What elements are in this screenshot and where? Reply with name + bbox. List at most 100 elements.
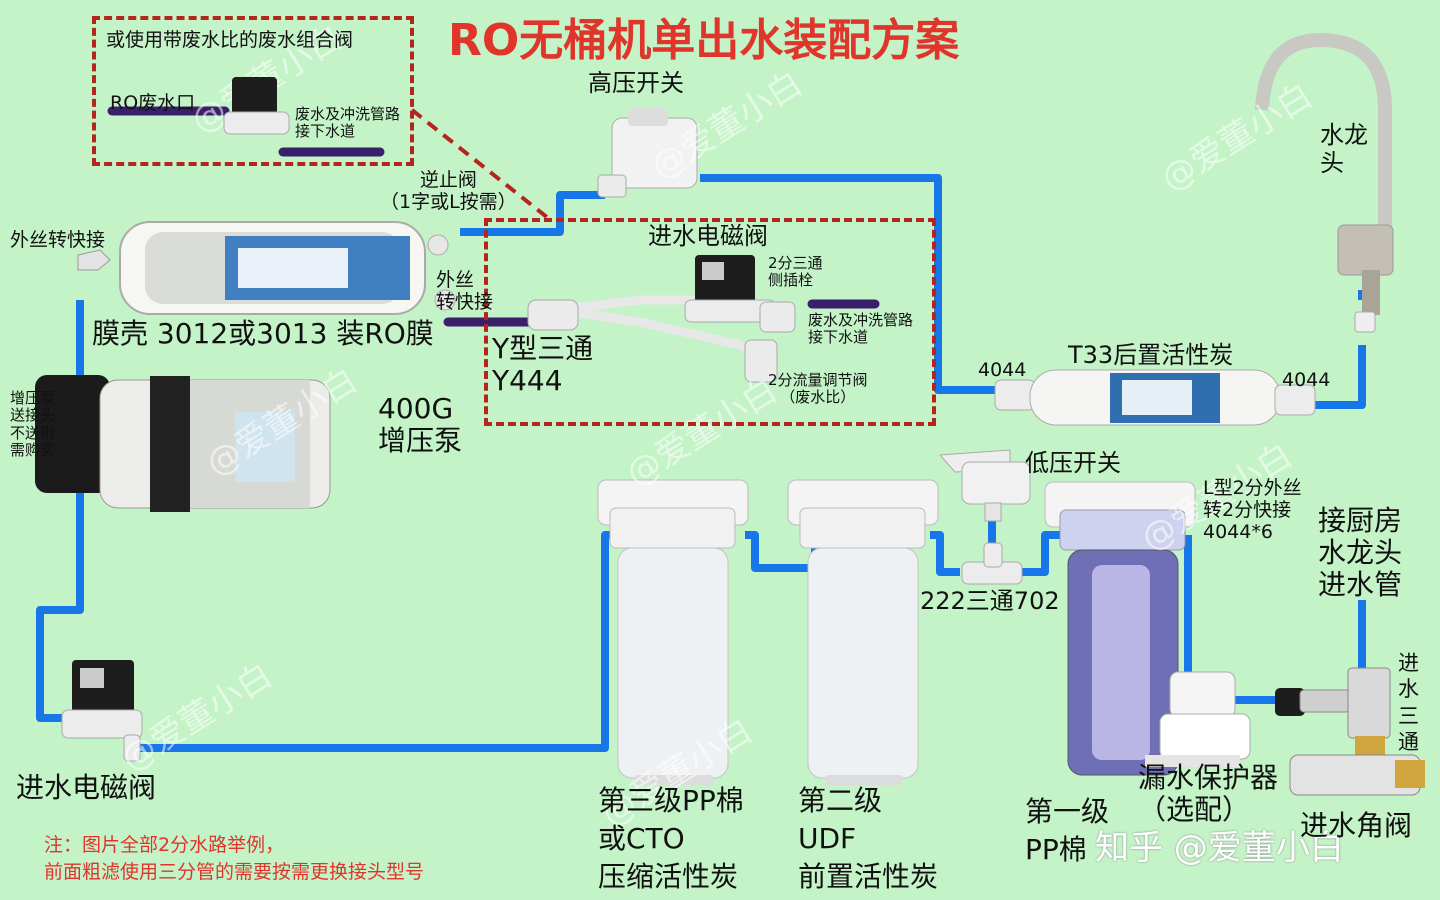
- pipe-pump-to-bottom: [36, 490, 84, 722]
- label-stage2-line2: UDF: [798, 821, 857, 855]
- label-faucet-line1: 水龙: [1320, 121, 1368, 149]
- label-tee-222: 222三通702: [920, 587, 1060, 615]
- label-4044-right: 4044: [1282, 369, 1331, 391]
- label-check-valve-line1: 逆止阀: [419, 169, 477, 191]
- y-tee: [527, 299, 796, 383]
- solenoid-top: [684, 255, 776, 323]
- membrane-housing: [77, 221, 456, 315]
- label-stage1: 第一级 PP棉: [1025, 793, 1109, 869]
- label-pump-line2: 增压泵: [378, 424, 463, 458]
- label-flow-valve-line2: （废水比）: [780, 388, 856, 407]
- label-stage1-line2: PP棉: [1025, 832, 1087, 866]
- label-faucet: 水龙 头: [1320, 121, 1368, 177]
- label-leak-protector-line2: （选配）: [1138, 793, 1251, 827]
- label-stage3-line2: 或CTO: [598, 821, 685, 855]
- label-kitchen-line1: 接厨房: [1318, 504, 1403, 537]
- label-drain-line2: 接下水道: [808, 328, 869, 347]
- label-pump-line1: 400G: [378, 392, 454, 425]
- label-drain-line1: 废水及冲洗管路: [808, 311, 914, 329]
- label-inlet-solenoid-bottom: 进水电磁阀: [16, 771, 157, 804]
- label-inlet-tee-char: 三: [1398, 703, 1419, 728]
- label-l-fitting-line1: L型2分外丝: [1203, 477, 1302, 499]
- stage1-housing: [1044, 481, 1196, 776]
- label-ext-quick-right-line1: 外丝: [436, 269, 475, 291]
- solenoid-bottom: [61, 660, 143, 762]
- label-stage2-line1: 第二级: [798, 784, 883, 817]
- label-pump-note-line: 不送则: [10, 423, 56, 442]
- inset-frame: [92, 16, 414, 166]
- label-kitchen: 接厨房 水龙头 进水管: [1318, 504, 1403, 602]
- label-ext-quick-left: 外丝转快接: [10, 229, 106, 251]
- label-y-tee-line2: Y444: [492, 364, 563, 398]
- faucet: [1255, 32, 1394, 333]
- label-flow-valve: 2分流量调节阀 （废水比）: [768, 371, 868, 407]
- label-flow-valve-line1: 2分流量调节阀: [768, 371, 868, 389]
- label-pump-note-line: 送接头: [10, 406, 56, 425]
- footnote-line2: 前面粗滤使用三分管的需要按需更换接头型号: [44, 860, 425, 883]
- low-pressure-switch: [938, 449, 1031, 522]
- pipe-stage2-to-tee: [930, 531, 960, 576]
- label-kitchen-line3: 进水管: [1318, 568, 1403, 602]
- label-tee-plug-line2: 侧插栓: [768, 271, 814, 290]
- label-inlet-tee-char: 进: [1398, 651, 1419, 675]
- label-stage3-line3: 压缩活性炭: [598, 859, 739, 893]
- inset-combo-valve: [223, 77, 290, 135]
- label-4044-left: 4044: [978, 359, 1027, 381]
- pipe-t33-to-faucet: [1305, 345, 1366, 409]
- tube-y-top: [550, 295, 705, 315]
- stage2-housing: [787, 479, 939, 785]
- pipe-switch-to-t33: [700, 174, 1000, 394]
- footnote-line1: 注：图片全部2分水路举例，: [44, 834, 285, 856]
- label-pump-note-line: 增压泵: [10, 389, 56, 407]
- label-stage1-line1: 第一级: [1025, 795, 1110, 828]
- label-check-valve-line2: （1字或L按需）: [380, 190, 517, 213]
- label-ext-quick-right-line2: 转快接: [436, 290, 494, 313]
- pipe-check-to-y: [460, 191, 605, 236]
- label-inlet-tee-char: 通: [1398, 729, 1419, 754]
- label-tee-plug: 2分三通 侧插栓: [768, 254, 823, 290]
- label-l-fitting: L型2分外丝 转2分快接 4044*6: [1203, 477, 1302, 544]
- label-check-valve: 逆止阀 （1字或L按需）: [380, 169, 517, 214]
- high-pressure-switch: [597, 108, 698, 198]
- label-tee-plug-line1: 2分三通: [768, 254, 823, 272]
- label-membrane: 膜壳 3012或3013 装RO膜: [92, 317, 434, 350]
- label-leak-protector-line1: 漏水保护器: [1138, 761, 1279, 794]
- t33-filter: [994, 369, 1316, 426]
- inset-drain-line2: 接下水道: [295, 122, 356, 141]
- label-low-pressure-switch: 低压开关: [1025, 449, 1121, 477]
- footnote: 注：图片全部2分水路举例， 前面粗滤使用三分管的需要按需更换接头型号: [44, 832, 424, 885]
- label-pump-note: 增压泵 送接头 不送则 需购买: [10, 389, 56, 459]
- label-drain: 废水及冲洗管路 接下水道: [808, 311, 914, 347]
- label-stage2: 第二级 UDF 前置活性炭: [798, 782, 938, 895]
- brand-watermark: 知乎 @爱董小白: [1095, 828, 1344, 868]
- label-inlet-tee-char: 水: [1398, 677, 1419, 702]
- label-pump-note-line: 需购买: [10, 440, 56, 459]
- label-ext-quick-right: 外丝 转快接: [436, 269, 494, 314]
- label-stage2-line3: 前置活性炭: [798, 859, 939, 893]
- inset-drain-line1: 废水及冲洗管路: [295, 105, 401, 123]
- inset-drain-label: 废水及冲洗管路 接下水道: [295, 105, 401, 141]
- label-leak-protector: 漏水保护器 （选配）: [1138, 761, 1279, 827]
- tee-222: [961, 542, 1023, 585]
- label-inlet-angle-valve: 进水角阀: [1300, 809, 1413, 842]
- page-title: RO无桶机单出水装配方案: [448, 15, 960, 66]
- inlet-tee-valve: [1275, 667, 1425, 796]
- label-l-fitting-line3: 4044*6: [1203, 520, 1273, 543]
- solenoid-assembly-frame: [484, 218, 936, 426]
- leak-protector: [1145, 671, 1251, 767]
- label-inlet-solenoid-top: 进水电磁阀: [648, 222, 768, 250]
- inset-title: 或使用带废水比的废水组合阀: [106, 29, 354, 51]
- label-pump: 400G 增压泵: [378, 392, 463, 458]
- booster-pump: [35, 375, 331, 512]
- label-stage3: 第三级PP棉 或CTO 压缩活性炭: [598, 782, 744, 895]
- label-kitchen-line2: 水龙头: [1318, 536, 1403, 570]
- stage3-housing: [597, 479, 749, 785]
- label-y-tee: Y型三通 Y444: [492, 332, 594, 398]
- label-stage3-line1: 第三级PP棉: [598, 784, 744, 817]
- label-y-tee-line1: Y型三通: [492, 332, 594, 365]
- label-inlet-tee: 进 水 三 通: [1398, 650, 1419, 755]
- label-faucet-line2: 头: [1320, 148, 1344, 177]
- label-l-fitting-line2: 转2分快接: [1203, 498, 1292, 521]
